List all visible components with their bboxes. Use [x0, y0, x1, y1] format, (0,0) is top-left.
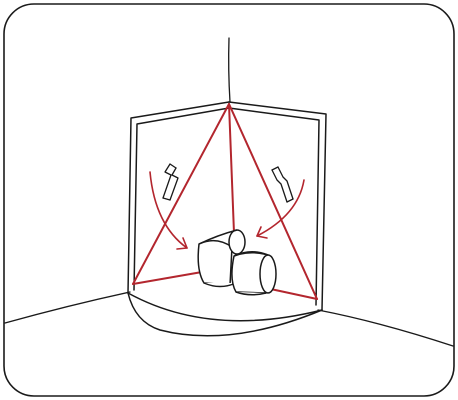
- cylinder-object-icon: [232, 252, 276, 295]
- floor-line-right: [318, 310, 453, 346]
- brackets: [163, 164, 293, 202]
- red-line-base-right: [266, 288, 317, 299]
- left-bracket-icon: [163, 164, 178, 200]
- red-line-base-left: [133, 272, 202, 284]
- curved-base-top: [128, 293, 322, 321]
- right-bracket-icon: [272, 167, 293, 202]
- curved-base-bottom: [128, 293, 322, 336]
- right-curved-arrow-icon: [257, 180, 304, 238]
- wall-corner-line: [229, 38, 230, 102]
- room-lines: [5, 38, 453, 346]
- enclosure: [128, 102, 326, 336]
- red-line-center: [229, 104, 234, 233]
- floor-line-left: [5, 292, 130, 323]
